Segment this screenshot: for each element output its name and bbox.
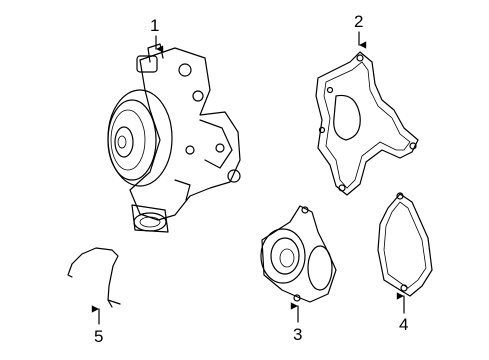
thermostat-housing[interactable]: [260, 205, 337, 303]
callout-3-label: 3: [293, 325, 302, 344]
callout-2-label: 2: [354, 12, 363, 31]
callout-1-label: 1: [150, 16, 159, 35]
pump-gasket[interactable]: [315, 51, 419, 196]
thermostat-gasket[interactable]: [377, 192, 433, 297]
retaining-clip[interactable]: [67, 247, 121, 308]
callout-5-label: 5: [94, 327, 103, 346]
water-pump-assembly[interactable]: [107, 43, 241, 233]
callout-4-label: 4: [399, 315, 408, 334]
